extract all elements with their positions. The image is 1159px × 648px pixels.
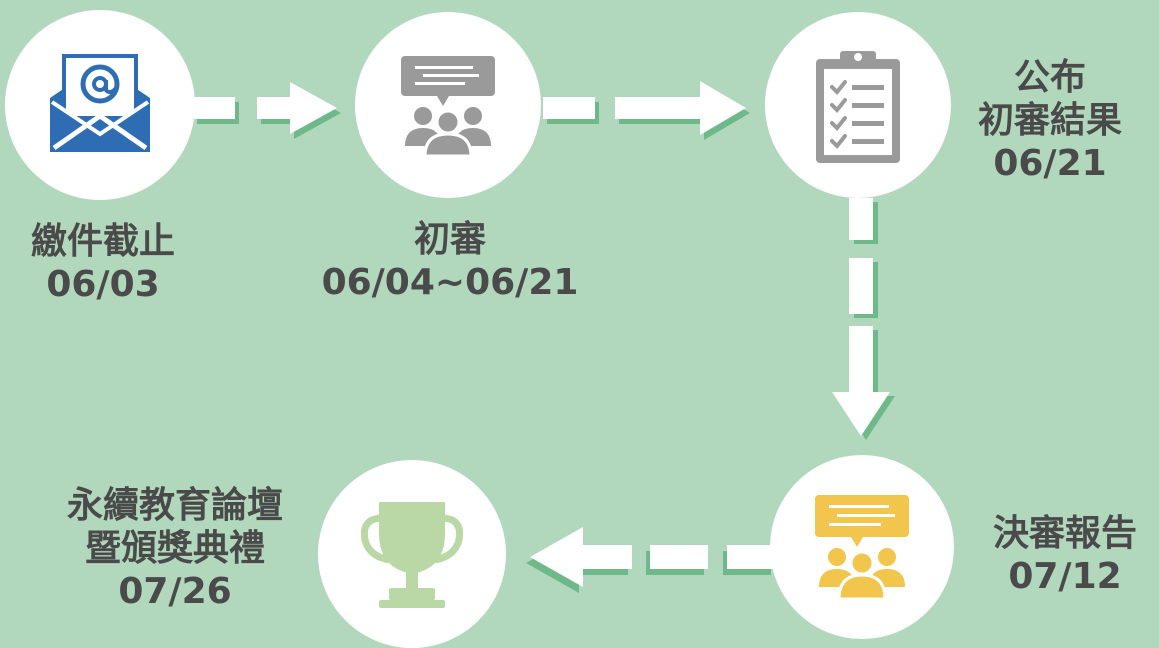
step-date: 07/26 <box>118 571 232 613</box>
meeting-gray-icon <box>401 56 495 158</box>
step-title-line2: 暨頒獎典禮 <box>84 528 265 570</box>
step-submission-deadline <box>5 10 195 200</box>
arrow-4-to-5 <box>526 527 775 593</box>
step-forum-award-ceremony <box>318 460 506 648</box>
arrow-1-to-2 <box>193 82 341 139</box>
step-announce-results-label: 公布 初審結果 06/21 <box>950 56 1150 186</box>
arrow-2-to-3 <box>543 81 750 140</box>
step-title: 公布 <box>1013 57 1086 98</box>
meeting-gold-icon <box>815 495 909 601</box>
step-date: 06/03 <box>46 264 160 306</box>
step-title: 永續教育論壇 <box>66 485 283 526</box>
step-title: 初審 <box>413 219 486 260</box>
step-date: 07/12 <box>1008 556 1122 598</box>
step-date: 06/04~06/21 <box>321 262 579 304</box>
step-final-presentation-label: 決審報告 07/12 <box>975 512 1155 598</box>
envelope-at-icon <box>50 54 150 152</box>
trophy-icon <box>360 502 464 608</box>
arrow-3-to-4 <box>832 198 895 440</box>
step-title-line2: 初審結果 <box>977 100 1122 142</box>
clipboard-checklist-icon <box>816 51 900 163</box>
step-title: 繳件截止 <box>30 221 175 262</box>
step-final-presentation <box>770 455 954 639</box>
step-preliminary-review-label: 初審 06/04~06/21 <box>300 218 600 304</box>
step-announce-results <box>765 12 951 198</box>
step-forum-award-ceremony-label: 永續教育論壇 暨頒獎典禮 07/26 <box>40 484 310 614</box>
step-submission-deadline-label: 繳件截止 06/03 <box>8 220 198 306</box>
step-date: 06/21 <box>993 143 1107 185</box>
step-title: 決審報告 <box>992 513 1137 554</box>
step-preliminary-review <box>355 12 541 198</box>
